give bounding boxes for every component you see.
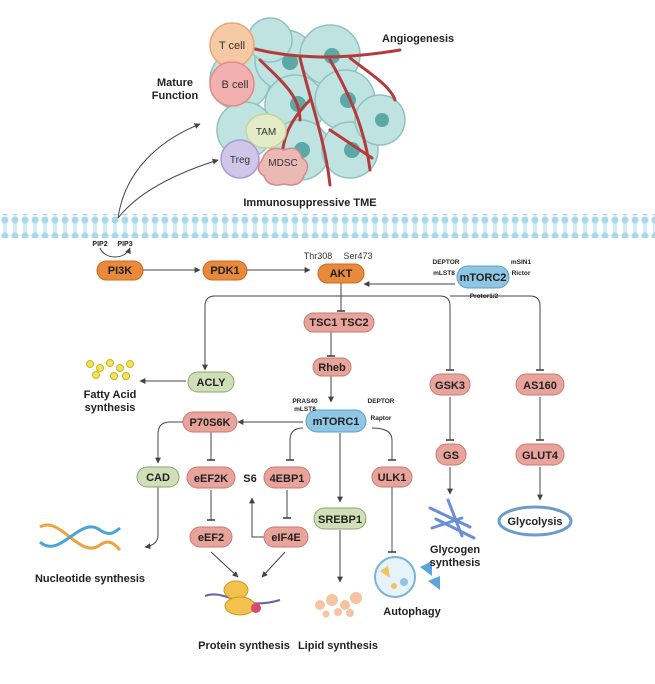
ser473-label: Ser473 bbox=[343, 251, 372, 261]
pathway-nodes: PIP2 PIP3 PI3K PDK1 AKT Thr308 Ser473 mT… bbox=[92, 241, 573, 548]
node-label: eEF2K bbox=[194, 473, 228, 485]
node-mtorc2: mTORC2 DEPTOR mSIN1 mLST8 Rictor Protor1… bbox=[433, 259, 532, 300]
nucleotide-synthesis-label: Nucleotide synthesis bbox=[35, 573, 145, 585]
node-label: PDK1 bbox=[210, 265, 239, 277]
node-label: CAD bbox=[146, 472, 170, 484]
node-label: mTORC2 bbox=[460, 272, 507, 284]
node-label: mSIN1 bbox=[511, 259, 532, 266]
tme-title: Immunosuppressive TME bbox=[243, 197, 376, 209]
node-label: GLUT4 bbox=[522, 450, 559, 462]
node-label: eEF2 bbox=[198, 532, 224, 544]
node-label: mLST8 bbox=[433, 270, 455, 277]
node-as160: AS160 bbox=[515, 373, 565, 396]
dna-icon bbox=[38, 523, 122, 552]
tam-cell: TAM bbox=[245, 113, 287, 149]
node-pi3k: PI3K bbox=[96, 260, 144, 281]
node-tsc: TSC1 TSC2 bbox=[303, 312, 375, 333]
mature-function-label-1: Mature bbox=[157, 77, 193, 89]
glycogen-label-2: synthesis bbox=[430, 557, 481, 569]
tme-arrows bbox=[117, 123, 219, 219]
autophagy-icon bbox=[374, 556, 440, 598]
node-glycolysis: Glycolysis bbox=[497, 505, 573, 537]
b-cell: B cell bbox=[209, 61, 255, 107]
node-label: DEPTOR bbox=[433, 259, 460, 266]
node-label: P70S6K bbox=[190, 417, 231, 429]
node-gsk3: GSK3 bbox=[429, 373, 471, 396]
tam-label: TAM bbox=[256, 127, 276, 138]
node-eif4e: eIF4E bbox=[263, 526, 309, 548]
node-label: mTORC1 bbox=[313, 416, 360, 428]
node-mtorc1: mTORC1 PRAS40 mLST8 DEPTOR Raptor bbox=[292, 398, 395, 433]
node-4ebp1: 4EBP1 bbox=[263, 466, 311, 489]
node-pdk1: PDK1 bbox=[202, 260, 248, 281]
node-label: PRAS40 bbox=[292, 398, 318, 405]
node-eef2k: eEF2K bbox=[186, 466, 236, 489]
fatty-acid-icon bbox=[86, 359, 134, 380]
b-cell-label: B cell bbox=[222, 79, 249, 91]
node-label: ACLY bbox=[197, 377, 227, 389]
outcome-labels: Fatty Acid synthesis Nucleotide synthesi… bbox=[35, 389, 480, 652]
node-akt: AKT bbox=[317, 263, 365, 284]
s6-label: S6 bbox=[243, 473, 256, 485]
node-srebp1: SREBP1 bbox=[313, 507, 367, 530]
node-eef2: eEF2 bbox=[189, 526, 233, 548]
node-label: SREBP1 bbox=[318, 514, 362, 526]
node-label: DEPTOR bbox=[368, 398, 395, 405]
node-glut4: GLUT4 bbox=[515, 443, 565, 466]
node-label: GSK3 bbox=[435, 380, 465, 392]
node-cad: CAD bbox=[136, 466, 180, 488]
pip2-label: PIP2 bbox=[92, 241, 107, 248]
node-gs: GS bbox=[435, 443, 467, 466]
node-label: Rheb bbox=[318, 362, 346, 374]
pathway-edges bbox=[99, 247, 544, 583]
node-label: Rictor bbox=[512, 270, 531, 277]
ribosome-icon bbox=[204, 580, 281, 616]
node-label: PI3K bbox=[108, 265, 133, 277]
node-ulk1: ULK1 bbox=[371, 466, 413, 488]
node-label: AKT bbox=[330, 268, 353, 280]
fatty-acid-label-2: synthesis bbox=[85, 402, 136, 414]
node-label: GS bbox=[443, 450, 459, 462]
node-label: TSC1 TSC2 bbox=[309, 317, 368, 329]
node-label: Protor1/2 bbox=[470, 293, 499, 300]
cell-membrane bbox=[0, 214, 655, 238]
pip3-label: PIP3 bbox=[117, 241, 132, 248]
t-cell: T cell bbox=[209, 22, 255, 68]
glycogen-label-1: Glycogen bbox=[430, 544, 480, 556]
mdsc-label: MDSC bbox=[268, 158, 297, 169]
mdsc-cell: MDSC bbox=[257, 147, 309, 186]
node-label: AS160 bbox=[523, 380, 557, 392]
lipid-droplets-icon bbox=[315, 592, 362, 618]
autophagy-label: Autophagy bbox=[383, 606, 441, 618]
mature-function-label-2: Function bbox=[152, 90, 199, 102]
t-cell-label: T cell bbox=[219, 40, 245, 52]
node-label: mLST8 bbox=[294, 406, 316, 413]
node-label: ULK1 bbox=[378, 472, 407, 484]
fatty-acid-label-1: Fatty Acid bbox=[84, 389, 137, 401]
node-label: eIF4E bbox=[271, 532, 300, 544]
angiogenesis-label: Angiogenesis bbox=[382, 33, 454, 45]
node-label: Glycolysis bbox=[507, 516, 562, 528]
treg-label: Treg bbox=[230, 155, 250, 166]
treg-cell: Treg bbox=[220, 139, 260, 179]
tme-cluster: T cell B cell TAM Treg MDSC Angiogenesis… bbox=[152, 17, 454, 209]
node-label: Raptor bbox=[371, 415, 392, 422]
protein-synthesis-label: Protein synthesis bbox=[198, 640, 290, 652]
glycogen-icon bbox=[428, 498, 476, 540]
node-rheb: Rheb bbox=[312, 357, 352, 377]
lipid-synthesis-label: Lipid synthesis bbox=[298, 640, 378, 652]
thr308-label: Thr308 bbox=[304, 251, 333, 261]
node-acly: ACLY bbox=[187, 371, 235, 393]
node-label: 4EBP1 bbox=[270, 473, 305, 485]
node-p70s6k: P70S6K bbox=[182, 411, 238, 433]
